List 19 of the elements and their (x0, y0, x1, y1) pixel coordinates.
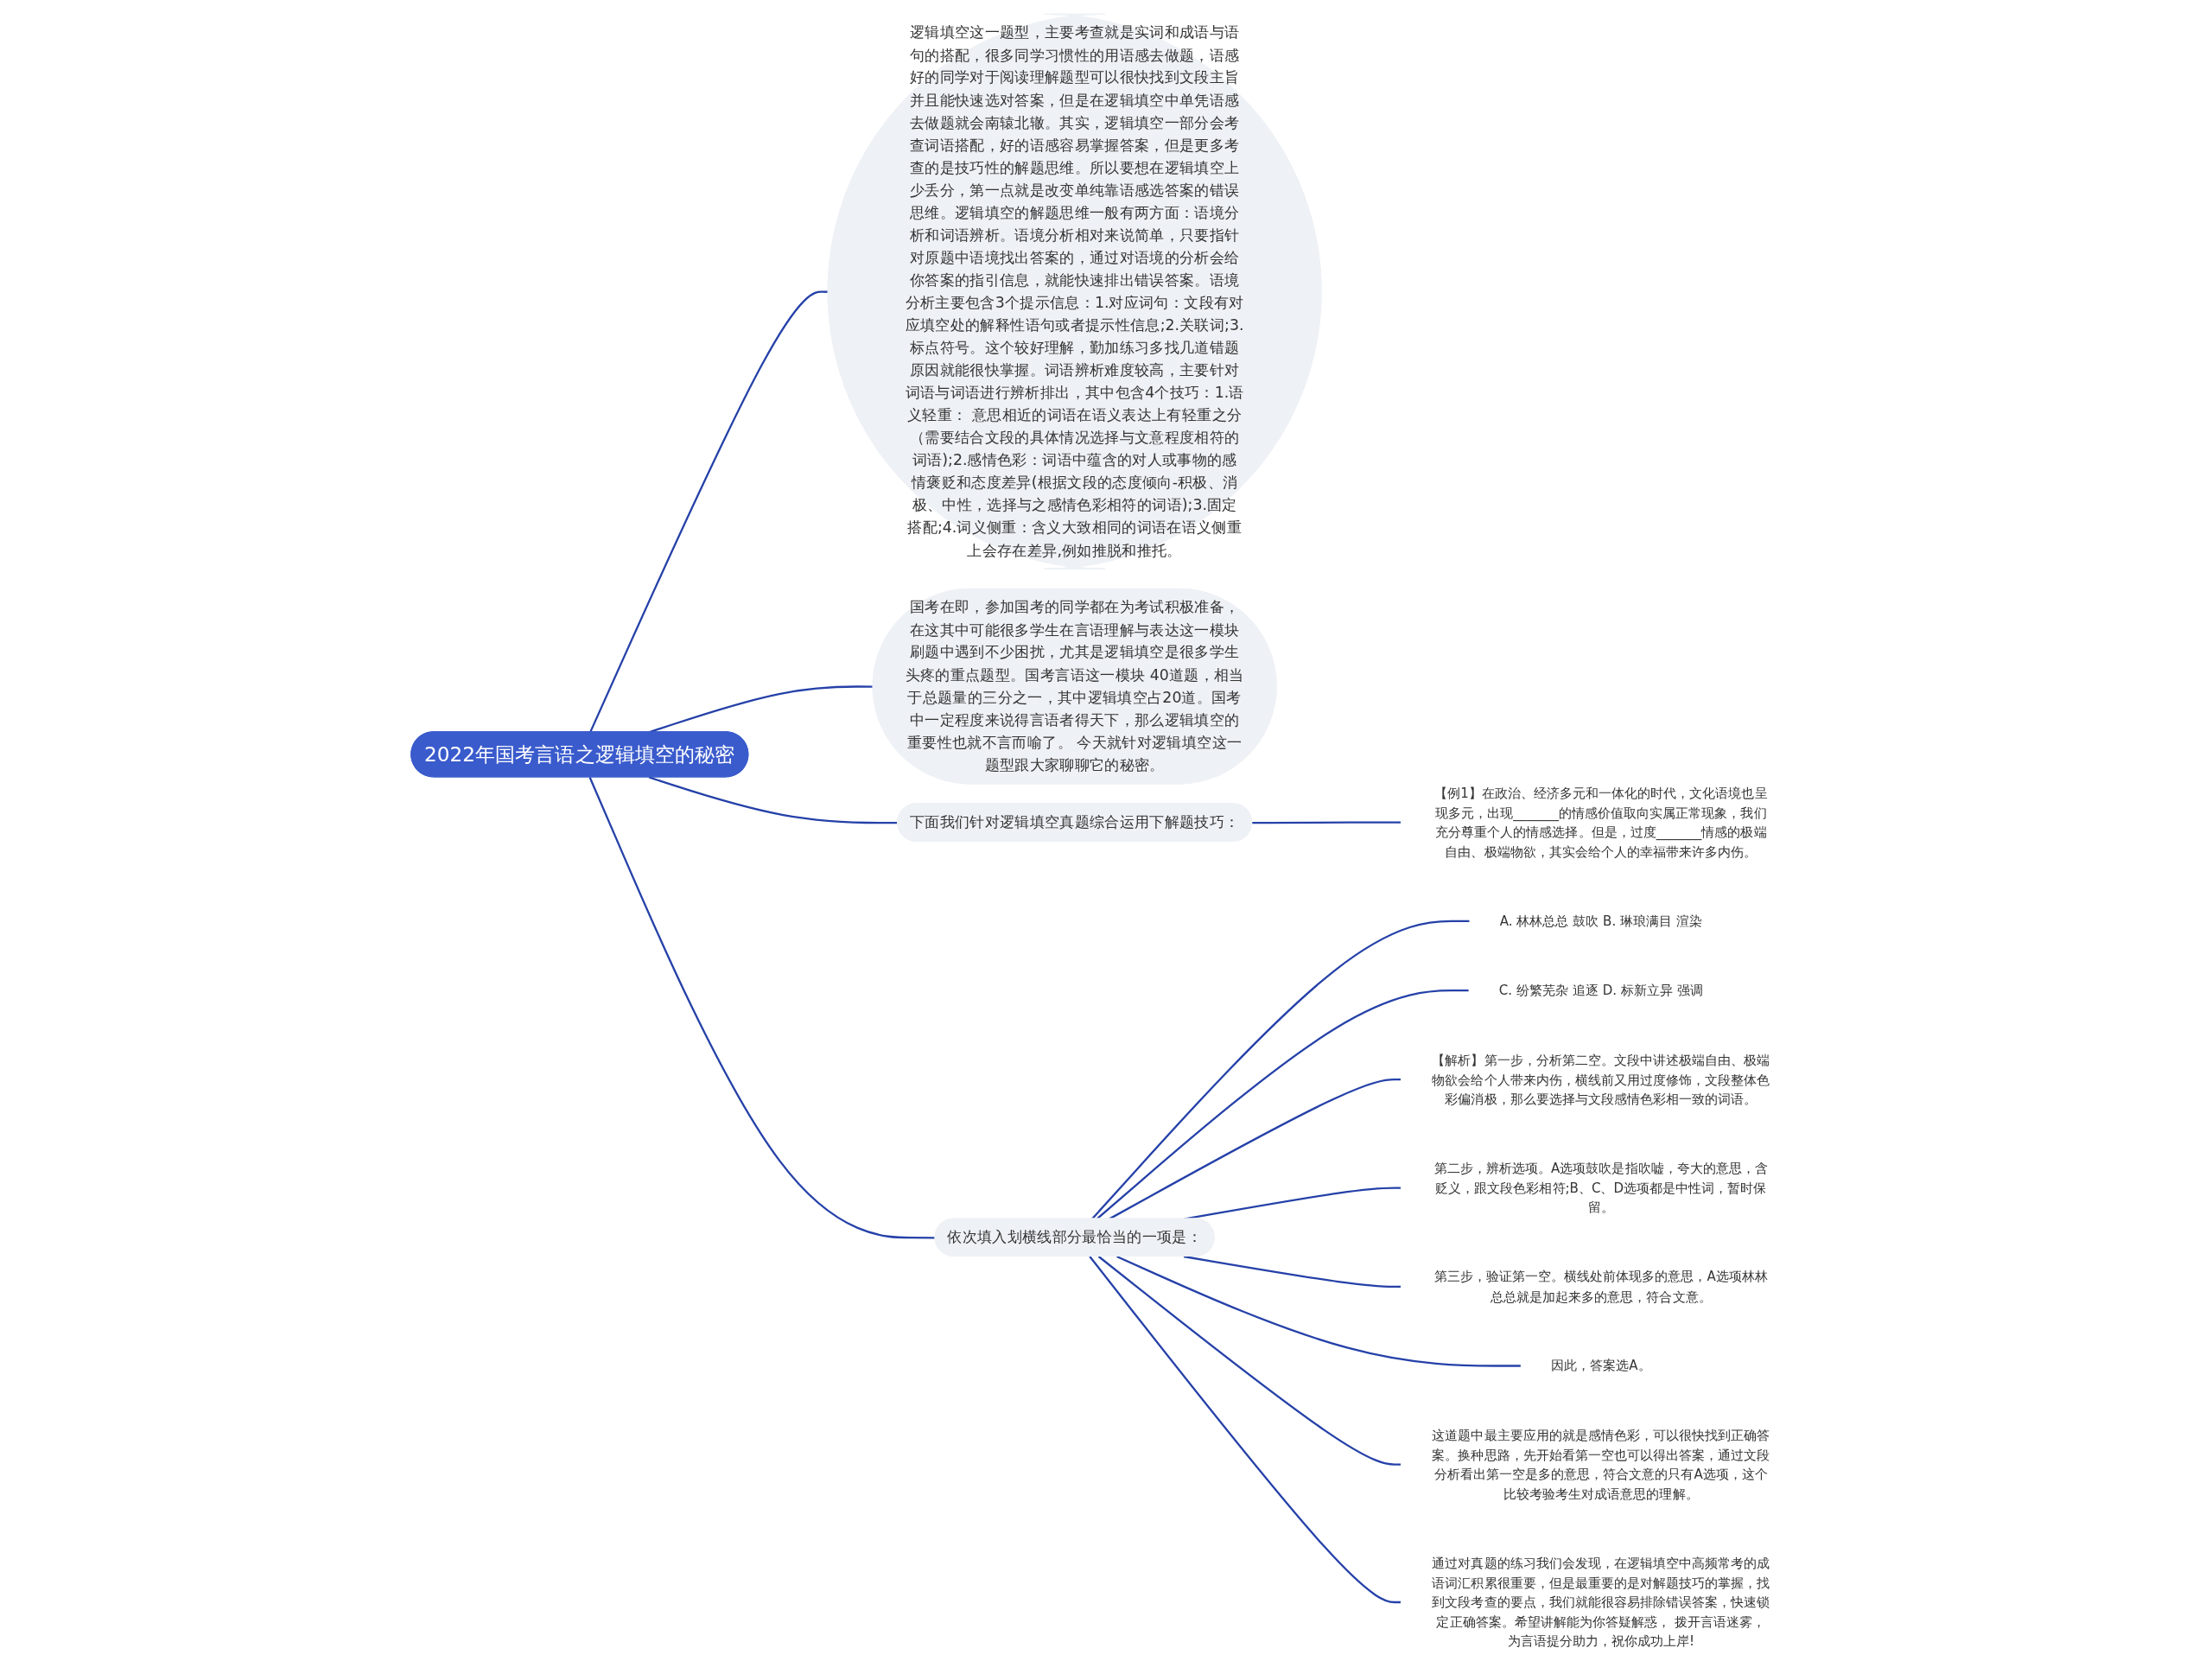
connector (589, 290, 829, 733)
node-text: 【例1】在政治、经济多元和一体化的时代，文化语境也呈现多元，出现_______的情感价值取向实属正常现象，我们充分尊重个人的情感选择。但是，过度_______情感的极端自由、极端物欲，其实会给个人的幸福带来许多内伤。 (1434, 785, 1768, 859)
node-text: 【解析】第一步，分析第二空。文段中讲述极端自由、极端物欲会给个人带来内伤，横线前又用过度修饰，文段整体色彩偏消极，那么要选择与文段感情色彩相一致的词语。 (1432, 1052, 1770, 1107)
node-text: 因此，答案选A。 (1551, 1358, 1651, 1373)
node-text: C. 纷繁芜杂 追逐 D. 标新立异 强调 (1498, 983, 1703, 998)
connector (1252, 821, 1402, 824)
connector (1096, 990, 1470, 1220)
node-text: A. 林林总总 鼓吹 B. 琳琅满目 渲染 (1499, 913, 1702, 929)
connector (1109, 1079, 1402, 1220)
node-text: 第三步，验证第一空。横线处前体现多的意思，A选项林林总总就是加起来多的意思，符合文意。 (1433, 1269, 1768, 1304)
connector (1116, 1255, 1522, 1367)
node-text: 第二步，辨析选项。A选项鼓吹是指吹嘘，夸大的意思，含贬义，跟文段色彩相符;B、C、D选项都是中性词，暂时保留。 (1433, 1161, 1768, 1215)
connector (1091, 920, 1471, 1220)
connector (1183, 1255, 1402, 1288)
node-text: 这道题中最主要应用的就是感情色彩，可以很快找到正确答案。换种思路，先开始看第一空也可以得出答案，通过文段分析看出第一空是多的意思，符合文意的只有A选项，这个比较考验考生对成语意思的理解。 (1432, 1427, 1770, 1501)
connector (588, 776, 936, 1239)
connector (1089, 1256, 1402, 1604)
node-text: 通过对真题的练习我们会发现，在逻辑填空中高频常考的成语词汇积累很重要，但是最重要的是对解题技巧的掌握，找到文段考查的要点，我们就能很容易排除错误答案，快速锁定正确答案。希望讲解能为你答疑解惑， 拨开言语迷雾，为言语提分助力，祝你成功上岸! (1432, 1555, 1770, 1649)
connector (1097, 1256, 1402, 1466)
